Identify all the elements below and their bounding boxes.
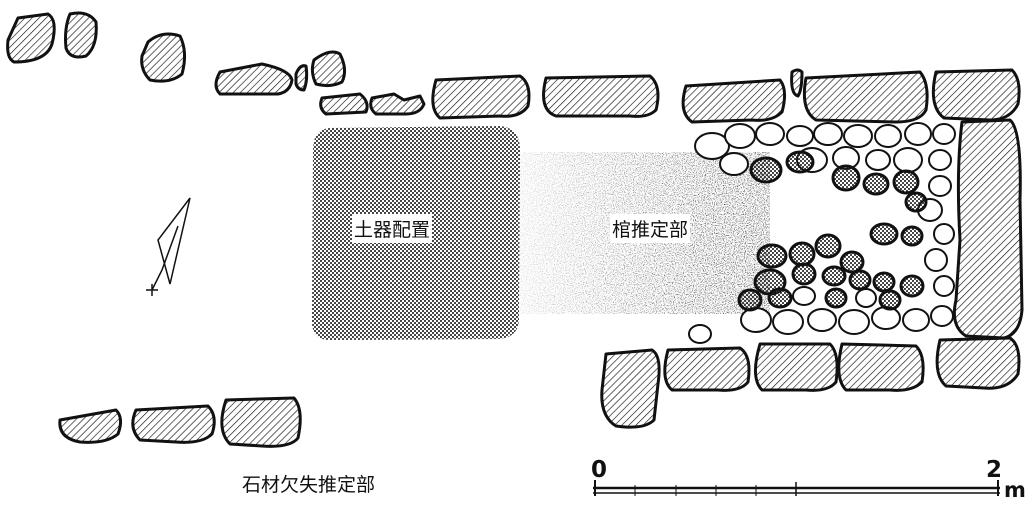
scale-bar bbox=[593, 480, 1000, 496]
scale-end-label: 2 bbox=[986, 457, 1003, 483]
coffin-label: 棺推定部 bbox=[610, 214, 691, 243]
missing-stones-label: 石材欠失推定部 bbox=[242, 474, 376, 496]
stones-lower-left bbox=[58, 396, 302, 448]
north-arrow bbox=[146, 197, 191, 296]
pottery-label: 土器配置 bbox=[352, 214, 433, 243]
scale-unit-label: m bbox=[1004, 478, 1026, 502]
stone-end-wall bbox=[952, 118, 1024, 340]
stones-upper-wall bbox=[319, 68, 1021, 124]
pebble-floor bbox=[688, 122, 956, 344]
pebbles-stippled bbox=[737, 150, 928, 312]
scale-start-label: 0 bbox=[591, 457, 608, 483]
stones-lower-wall bbox=[600, 336, 1021, 429]
stones-outer-row bbox=[6, 11, 347, 96]
